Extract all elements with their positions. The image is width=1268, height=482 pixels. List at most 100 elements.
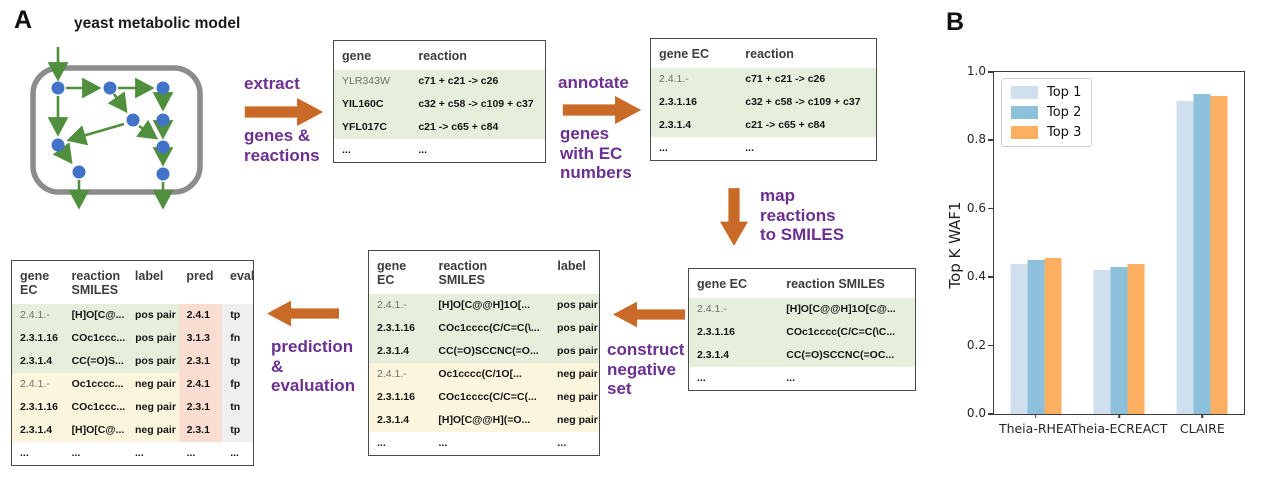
y-tick-mark bbox=[988, 207, 994, 210]
legend-entry: Top 3 bbox=[1011, 125, 1081, 140]
x-tick-mark bbox=[1201, 414, 1204, 418]
table-cell: COc1ccc... bbox=[63, 327, 128, 350]
step-text-line: reactions bbox=[760, 205, 836, 225]
table-cell: COc1cccc(C/C=C(\C... bbox=[778, 321, 915, 344]
step-text-line: set bbox=[607, 379, 632, 398]
bar-Theia-RHEA-top3 bbox=[1044, 258, 1062, 414]
table-cell: 2.4.1.- bbox=[12, 304, 64, 327]
column-header: gene EC bbox=[377, 259, 407, 287]
step-text-line: numbers bbox=[560, 163, 632, 182]
table-row: 2.4.1.-Oc1cccc(C/1O[...neg pair bbox=[369, 363, 599, 386]
table-cell: 2.3.1.4 bbox=[369, 340, 431, 363]
down-block-arrow-icon bbox=[720, 188, 748, 246]
table-cell: [H]O[C@@H]1O[C@... bbox=[778, 298, 915, 321]
table-cell: tn bbox=[222, 396, 253, 419]
y-tick-label: 0.8 bbox=[966, 132, 986, 147]
table-cell: 2.3.1.16 bbox=[369, 317, 431, 340]
table-cell: 2.3.1.4 bbox=[651, 114, 738, 137]
table-cell: neg pair bbox=[549, 386, 599, 409]
table-cell: tp bbox=[222, 419, 253, 442]
table-cell: c71 + c21 -> c26 bbox=[737, 68, 876, 91]
y-tick-label: 0.2 bbox=[966, 337, 986, 352]
x-tick-label: Theia-ECREACT bbox=[1070, 421, 1168, 436]
table-row: ............... bbox=[12, 442, 253, 465]
column-header: pred bbox=[186, 269, 214, 283]
right-block-arrow-icon bbox=[562, 96, 642, 124]
metabolite-nodes bbox=[51, 81, 170, 181]
table-cell: Oc1cccc... bbox=[63, 373, 127, 396]
table-cell: ... bbox=[697, 372, 706, 384]
table-cell: 2.4.1.- bbox=[651, 68, 738, 91]
table-cell: ... bbox=[230, 447, 239, 459]
table-row: ...... bbox=[689, 367, 915, 390]
table-cell: 2.4.1.- bbox=[369, 363, 431, 386]
table-cell: ... bbox=[377, 437, 386, 449]
table-cell: 2.3.1.16 bbox=[12, 396, 64, 419]
legend-entry: Top 1 bbox=[1011, 85, 1081, 100]
step-text-line: with EC bbox=[560, 143, 623, 163]
table-cell: pos pair bbox=[549, 340, 599, 363]
map-step-label: map reactions to SMILES bbox=[760, 186, 844, 245]
model-title: yeast metabolic model bbox=[74, 15, 241, 32]
legend-label: Top 1 bbox=[1047, 85, 1082, 100]
table-cell: pos pair bbox=[127, 350, 179, 373]
table-cell: pos pair bbox=[127, 304, 179, 327]
table-cell: neg pair bbox=[127, 373, 179, 396]
table-cell: ... bbox=[557, 437, 567, 449]
table-row: ...... bbox=[651, 137, 876, 160]
table-cell: 2.4.1.- bbox=[689, 298, 779, 321]
table-cell: neg pair bbox=[549, 409, 599, 432]
table-cell: CC(=O)SCCNC(=O... bbox=[430, 340, 549, 363]
table-cell: pos pair bbox=[549, 317, 599, 340]
bar-Theia-RHEA-top2 bbox=[1027, 260, 1045, 414]
table-cell: [H]O[C@... bbox=[63, 304, 127, 327]
table-cell: 2.3.1.16 bbox=[651, 91, 738, 114]
legend-swatch bbox=[1011, 106, 1038, 119]
bar-Theia-ECREACT-top3 bbox=[1127, 263, 1145, 414]
column-header: gene EC bbox=[20, 269, 50, 297]
table-cell: 2.3.1.4 bbox=[369, 409, 431, 432]
table-row: ...... bbox=[334, 139, 545, 162]
predict-step-label: prediction & evaluation bbox=[271, 337, 355, 396]
table-row: 2.3.1.4[H]O[C@@H](=O...neg pair bbox=[369, 409, 599, 432]
table-row: 2.4.1.-[H]O[C@@H]1O[C@... bbox=[689, 298, 915, 321]
table-cell: c21 -> c65 + c84 bbox=[737, 114, 876, 137]
table-cell: 2.3.1 bbox=[178, 350, 223, 373]
table-cell: COc1ccc... bbox=[63, 396, 128, 419]
column-header: reaction SMILES bbox=[786, 277, 885, 291]
column-header: label bbox=[557, 259, 586, 273]
x-tick-mark bbox=[1034, 414, 1037, 418]
table-cell: [H]O[C@... bbox=[63, 419, 127, 442]
step-text-line: to SMILES bbox=[760, 225, 845, 244]
table-cell: c32 + c58 -> c109 + c37 bbox=[737, 91, 876, 114]
table-cell: neg pair bbox=[127, 419, 179, 442]
legend-label: Top 3 bbox=[1047, 125, 1082, 140]
table-cell: COc1cccc(C/C=C(... bbox=[430, 386, 549, 409]
y-tick-mark bbox=[988, 139, 994, 141]
table-cell: YIL160C bbox=[334, 93, 411, 116]
step-text-line: & bbox=[271, 356, 284, 376]
y-tick-label: 1.0 bbox=[966, 64, 986, 78]
column-header: eval bbox=[230, 269, 255, 283]
table-cell: ... bbox=[786, 372, 795, 384]
table-cell: fn bbox=[222, 327, 253, 350]
table-cell: ... bbox=[71, 447, 81, 459]
column-header: gene bbox=[342, 49, 372, 63]
